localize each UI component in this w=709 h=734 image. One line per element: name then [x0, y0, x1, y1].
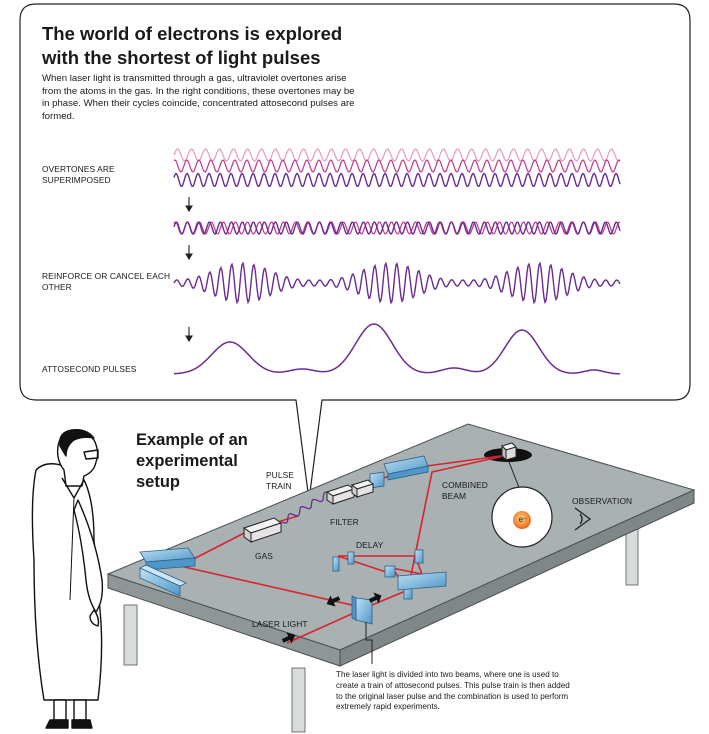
- electron-label: e⁻: [518, 515, 528, 524]
- overtone-wave-1: [173, 148, 621, 162]
- eye-icon: [574, 507, 592, 531]
- label-filter: FILTER: [330, 517, 359, 527]
- stage-label-overtones: OVERTONES ARE SUPERIMPOSED: [42, 164, 115, 185]
- stage-label-reinforce: REINFORCE OR CANCEL EACH OTHER: [42, 271, 171, 292]
- down-arrow-icon: [185, 327, 193, 343]
- attosecond-pulse-wave: [173, 323, 621, 375]
- pulse-train-wave: [281, 491, 327, 524]
- electron-magnifier: [491, 461, 553, 548]
- gas-cell: [242, 517, 283, 543]
- stage-label-attosecond: ATTOSECOND PULSES: [42, 364, 137, 374]
- overtone-wave-3: [173, 172, 621, 188]
- optics: [139, 455, 447, 625]
- lab-table: [106, 423, 696, 733]
- scientist-figure: [31, 428, 104, 729]
- electron-icon: [513, 511, 531, 529]
- label-delay: DELAY: [356, 540, 384, 550]
- caption-pointer: [365, 622, 373, 664]
- interference-wave: [173, 261, 621, 305]
- wave-diagram: [173, 148, 621, 375]
- beam-direction-arrow-icon: [281, 592, 382, 644]
- label-observation: OBSERVATION: [572, 496, 633, 506]
- filter-box: [325, 479, 375, 505]
- page-title: The world of electrons is explored with …: [42, 23, 343, 68]
- overtone-wave-2: [173, 159, 621, 173]
- down-arrow-icon: [185, 245, 193, 261]
- sample-target: [501, 442, 517, 462]
- down-arrow-icon: [185, 197, 193, 213]
- label-laser-light: LASER LIGHT: [252, 619, 308, 629]
- callout-panel: [19, 3, 691, 501]
- setup-title: Example of an experimental setup: [136, 431, 248, 491]
- label-combined-beam: COMBINED BEAM: [442, 480, 488, 501]
- superimposed-wave-2: [173, 221, 621, 235]
- superimposed-wave-1: [173, 221, 621, 235]
- label-pulse-train: PULSE TRAIN: [266, 470, 294, 491]
- intro-paragraph: When laser light is transmitted through …: [42, 73, 355, 122]
- label-gas: GAS: [255, 551, 273, 561]
- caption: The laser light is divided into two beam…: [336, 670, 570, 712]
